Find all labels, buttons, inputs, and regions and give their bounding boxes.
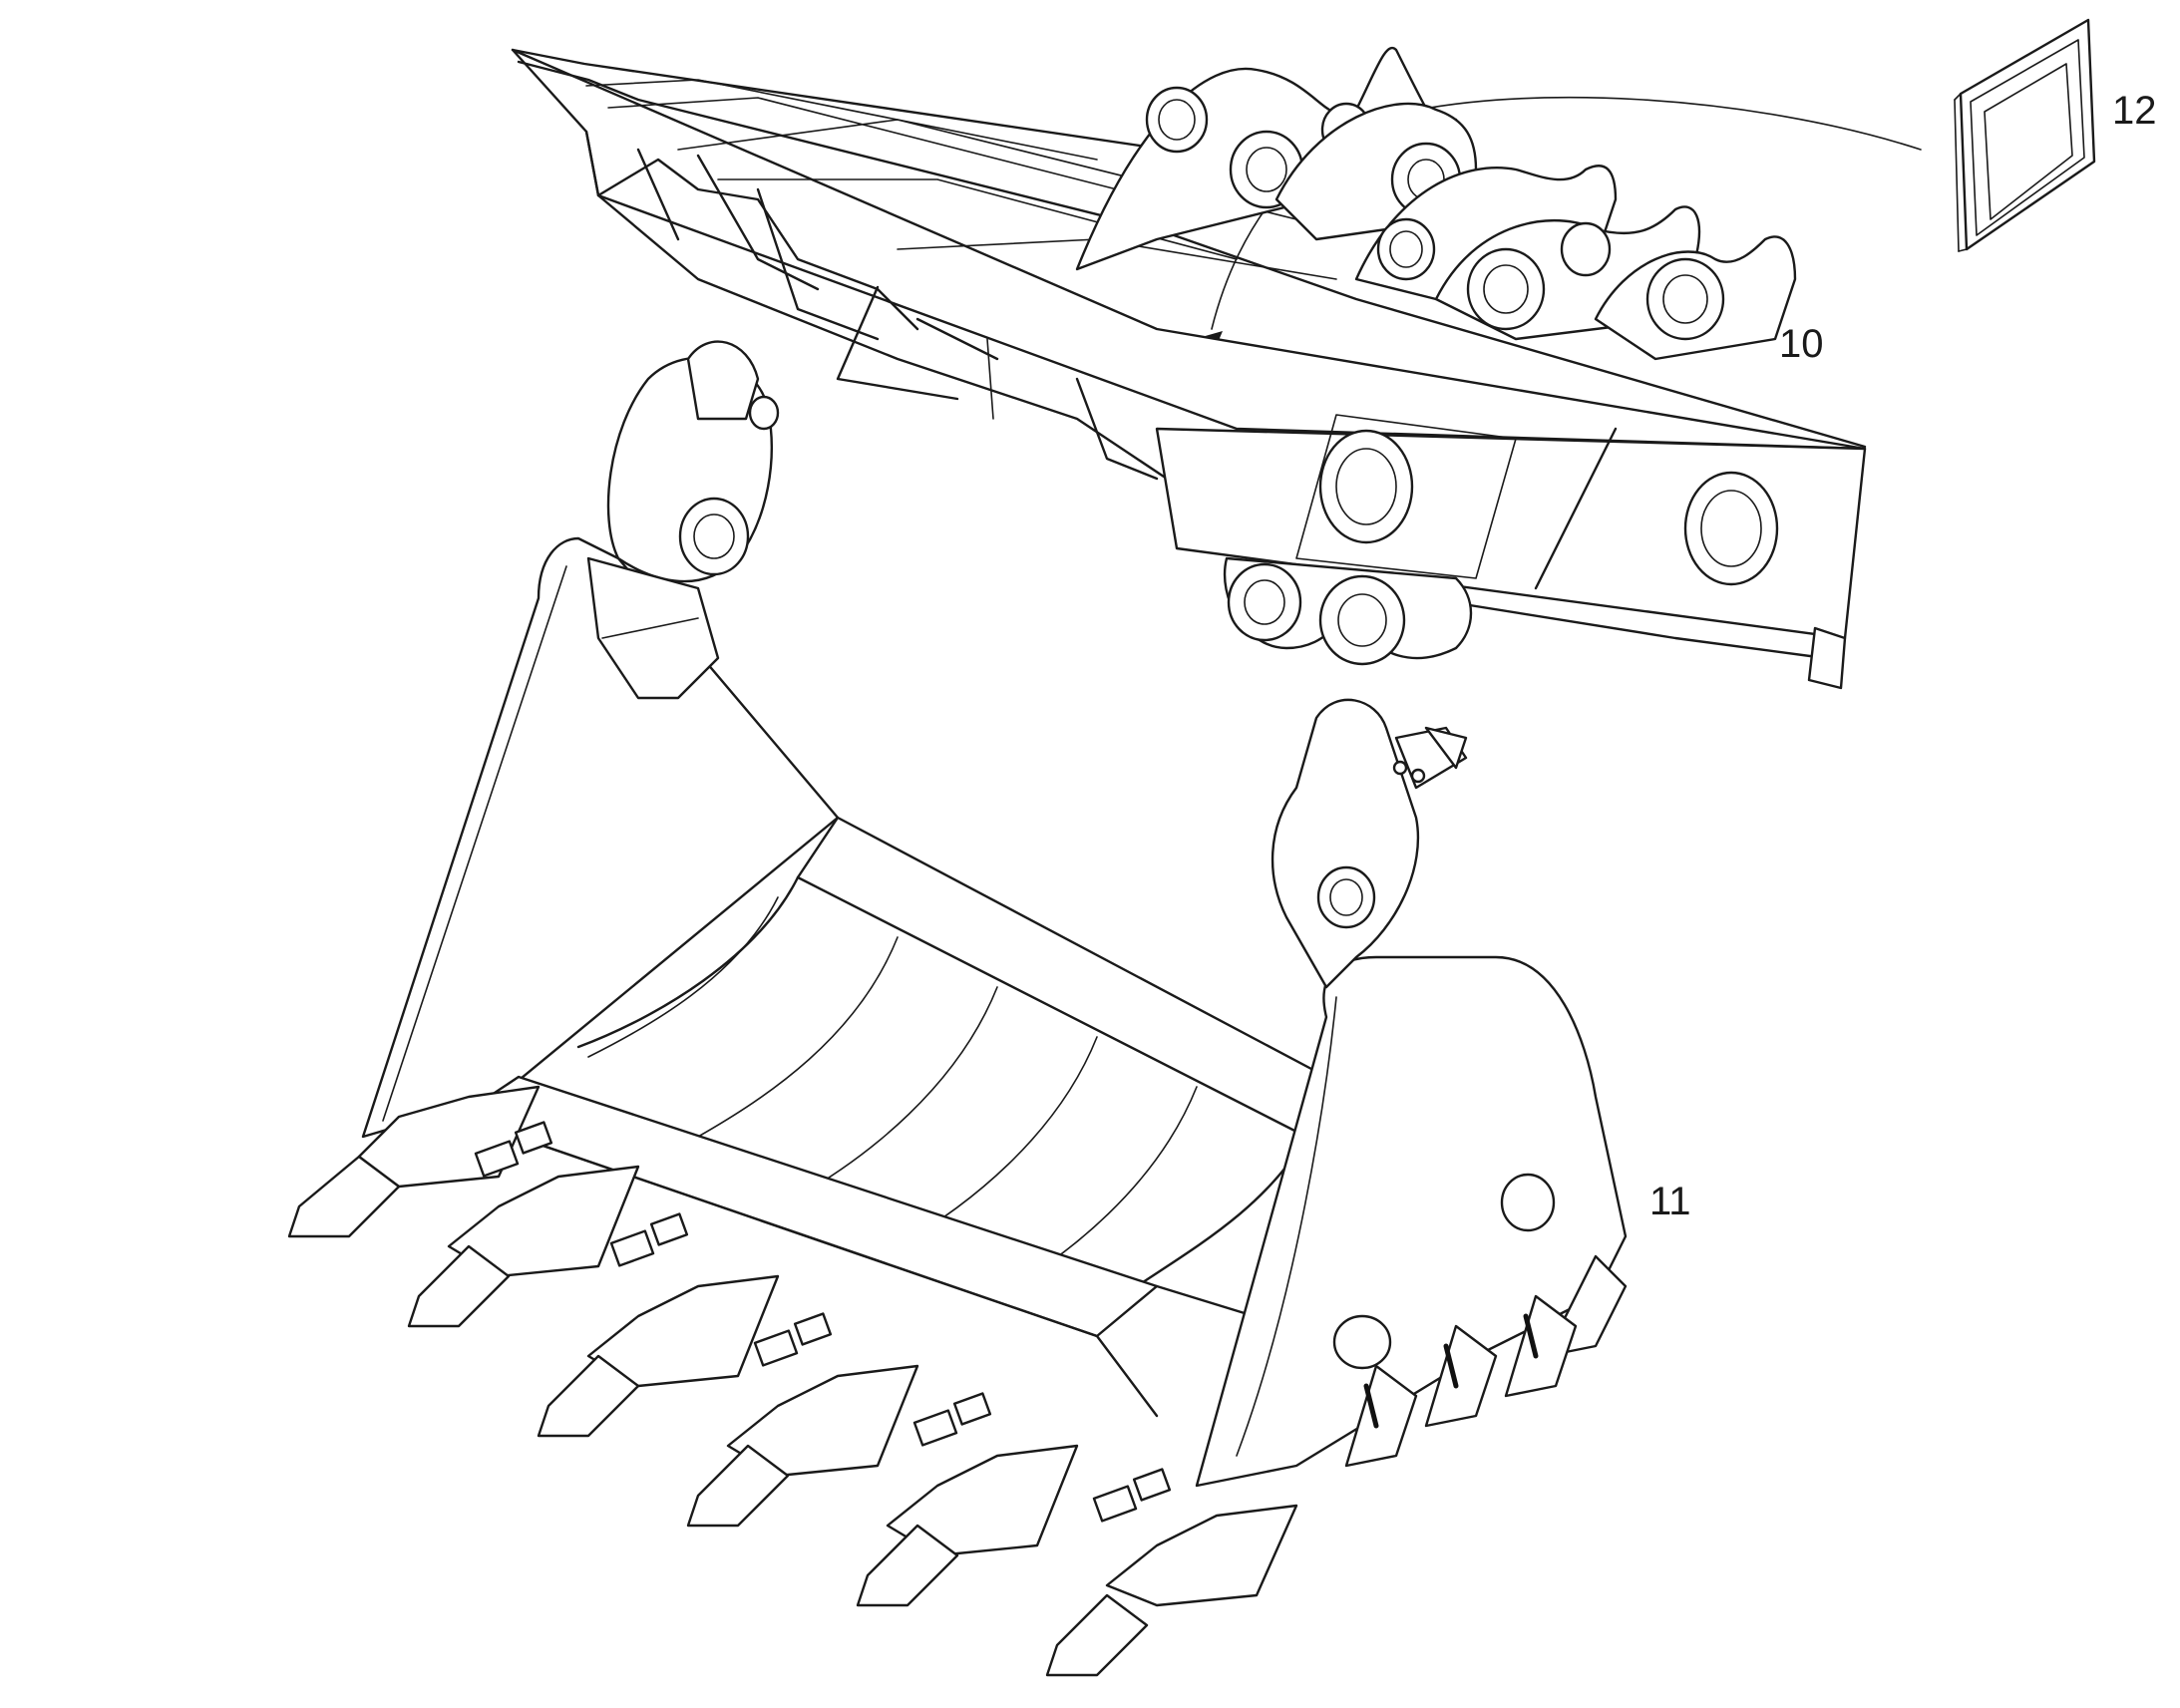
decal-plate-icon: [1954, 18, 2096, 252]
loader-bucket-icon: [287, 340, 1628, 1677]
callout-10: 10: [1779, 322, 1824, 366]
tooth: [686, 1364, 919, 1528]
lift-arm-frame-icon: [511, 46, 1867, 690]
callout-11: 11: [1649, 1180, 1691, 1223]
tooth: [856, 1444, 1079, 1607]
tooth-locks: [474, 1121, 1172, 1523]
tooth: [407, 1165, 640, 1328]
tooth: [1045, 1504, 1298, 1677]
tooth: [537, 1274, 780, 1438]
callout-12: 12: [2112, 89, 2157, 133]
